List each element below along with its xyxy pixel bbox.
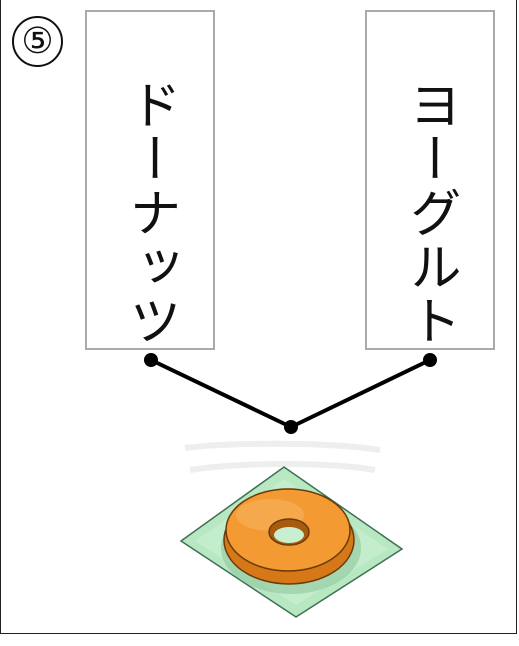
question-number-badge: ⑤ [12, 16, 63, 67]
dot-right[interactable] [423, 353, 437, 367]
connector-line-right [289, 358, 432, 429]
connector-lines [144, 353, 437, 434]
card-donut-label: ドーナッツ [120, 78, 180, 348]
card-donut[interactable]: ドーナッツ [85, 10, 215, 350]
question-frame: ⑤ ドーナッツ ヨーグルト [0, 0, 517, 634]
connector-line-left [149, 358, 293, 429]
dot-bottom[interactable] [284, 420, 298, 434]
dot-left[interactable] [144, 353, 158, 367]
donut-on-napkin-icon [179, 440, 404, 618]
card-yogurt[interactable]: ヨーグルト [365, 10, 495, 350]
card-yogurt-label: ヨーグルト [400, 78, 460, 348]
